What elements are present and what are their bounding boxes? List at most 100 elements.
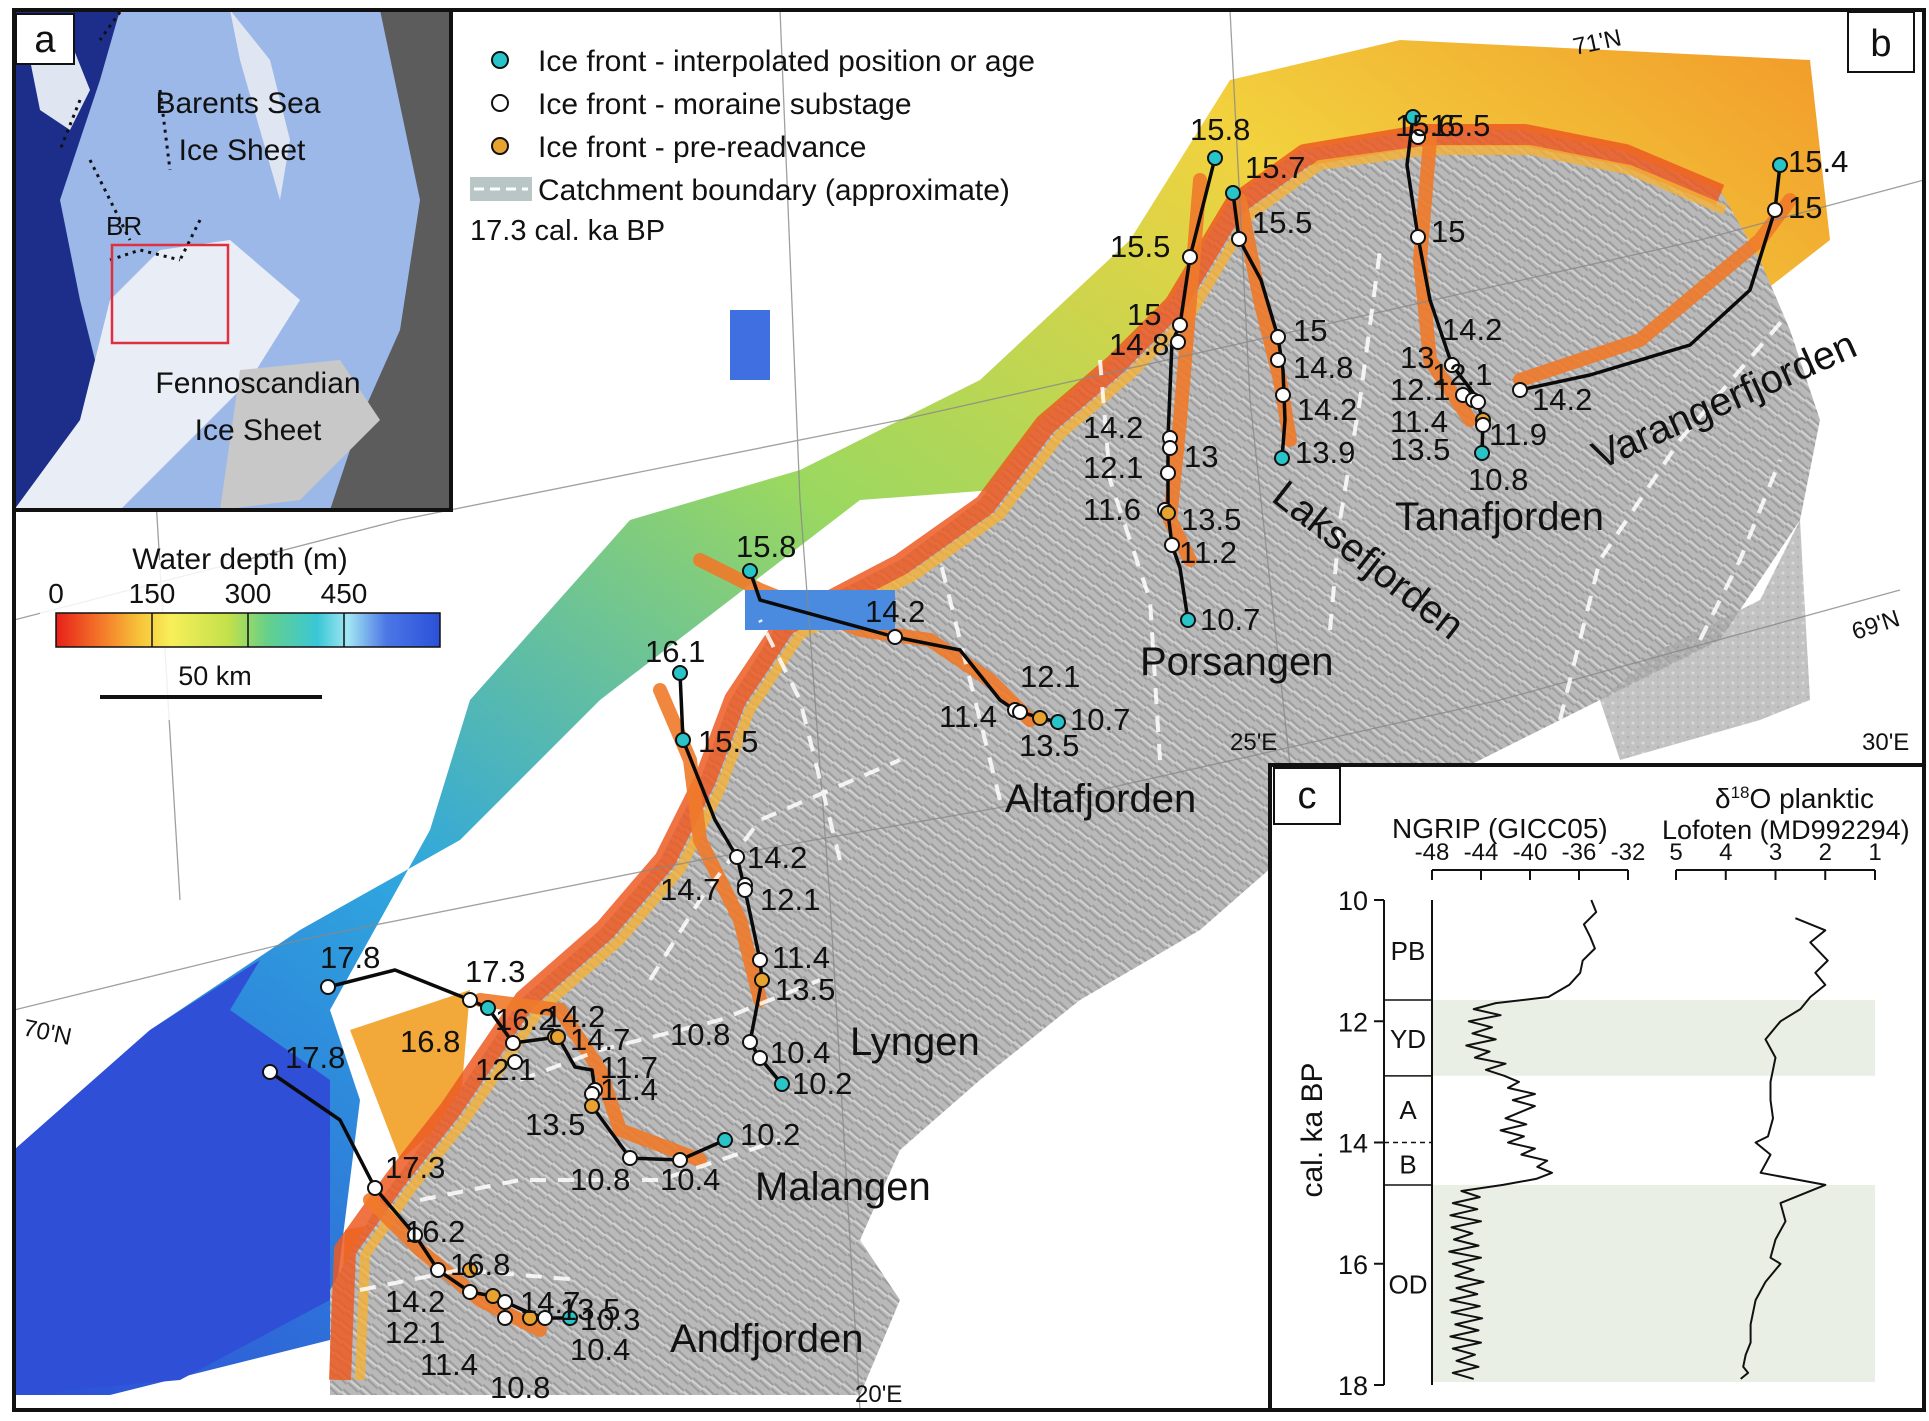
lon-25-label: 25'E	[1230, 729, 1277, 756]
ice-front-age-lyngen-8: 10.4	[770, 1035, 830, 1070]
panel-b-label: b	[1847, 11, 1915, 73]
inset-study-area-box	[110, 243, 230, 345]
ice-front-age-andfjorden-4: 14.2	[385, 1284, 445, 1319]
stadial-label-PB: PB	[1391, 936, 1426, 966]
ice-front-point-malangen-6	[507, 1054, 523, 1070]
ice-front-point-lyngen-1	[675, 732, 691, 748]
ice-front-point-lyngen-9	[774, 1076, 790, 1092]
ice-front-point-tana-1	[1410, 129, 1426, 145]
ice-front-point-alta-0	[742, 563, 758, 579]
ice-front-point-lyngen-8	[752, 1050, 768, 1066]
inset-labels: Barents Sea Ice Sheet Fennoscandian Ice …	[106, 87, 361, 447]
ice-front-point-porsangen-1	[1182, 249, 1198, 265]
ice-front-age-porsangen-1: 15.5	[1110, 229, 1170, 264]
x-tick-label-1-3: 2	[1819, 839, 1832, 866]
ice-front-age-andfjorden-2: 16.2	[405, 1214, 465, 1249]
ice-front-point-tana-7	[1470, 394, 1486, 410]
ice-front-point-alta-5	[1050, 714, 1066, 730]
y-tick-label-16: 16	[1338, 1250, 1368, 1280]
ice-front-point-varanger-2	[1512, 382, 1528, 398]
ice-front-age-andfjorden-3: 16.8	[450, 1247, 510, 1282]
ice-front-point-malangen-9	[584, 1098, 600, 1114]
ice-front-age-porsangen-4: 14.2	[1083, 410, 1143, 445]
ice-front-point-andfjorden-4	[430, 1262, 446, 1278]
ice-front-point-andfjorden-0	[262, 1064, 278, 1080]
ice-front-age-varanger-2: 14.2	[1532, 382, 1592, 417]
ice-front-point-malangen-12	[717, 1132, 733, 1148]
ice-front-age-tana-10: 10.8	[1468, 462, 1528, 497]
y-axis-label: cal. ka BP	[1296, 1062, 1329, 1197]
inset-novaya	[230, 10, 290, 200]
ice-front-point-porsangen-8	[1160, 505, 1176, 521]
ice-front-age-malangen-1: 17.3	[465, 954, 525, 989]
ice-front-age-varanger-1: 15	[1788, 190, 1822, 225]
ice-front-point-malangen-0	[320, 979, 336, 995]
ice-front-age-malangen-11: 10.4	[660, 1162, 720, 1197]
ice-front-age-alta-5: 10.7	[1070, 702, 1130, 737]
ice-front-age-lyngen-0: 16.1	[645, 634, 705, 669]
depth-scale-title: Water depth (m)	[132, 543, 348, 576]
ice-front-point-lakse-3	[1270, 352, 1286, 368]
ice-front-age-lyngen-1: 15.5	[698, 724, 758, 759]
x-tick-label-1-0: 5	[1669, 839, 1682, 866]
y-tick-label-18: 18	[1338, 1371, 1368, 1401]
lon-20-label: 20'E	[855, 1381, 902, 1408]
ice-front-age-andfjorden-8: 11.4	[420, 1347, 478, 1382]
ice-front-age-malangen-8: 11.4	[600, 1072, 658, 1107]
ice-front-age-tana-0: 15.6	[1395, 108, 1455, 143]
inset-fenno-line2: Ice Sheet	[195, 414, 322, 447]
inset-frame	[12, 8, 453, 512]
ice-front-age-porsangen-5: 13	[1184, 439, 1218, 474]
depth-color-dividers	[151, 613, 345, 647]
x-tick-label-0-2: -40	[1513, 839, 1548, 866]
fjord-name-andfjorden: Andfjorden	[670, 1317, 863, 1361]
ice-front-age-malangen-5: 16.8	[400, 1024, 460, 1059]
ice-front-point-andfjorden-3	[462, 1262, 478, 1278]
fjord-name-porsangen: Porsangen	[1140, 640, 1333, 684]
lon-30-label: 30'E	[1862, 729, 1909, 756]
ice-front-age-malangen-2: 16.2	[495, 1002, 555, 1037]
stadial-label-OD: OD	[1389, 1269, 1428, 1299]
ice-front-point-lakse-5	[1274, 450, 1290, 466]
ice-front-age-porsangen-6: 12.1	[1083, 450, 1143, 485]
ice-front-age-porsangen-2: 15	[1127, 297, 1161, 332]
ice-front-point-tana-9	[1475, 417, 1491, 433]
legend-swatch-pre	[491, 137, 509, 155]
inset-land-east	[220, 360, 380, 510]
ice-front-age-varanger-0: 15.4	[1788, 144, 1848, 179]
x-tick-label-0-1: -44	[1464, 839, 1499, 866]
ice-front-age-porsangen-7: 11.6	[1083, 492, 1141, 527]
ice-front-age-lyngen-7: 10.8	[670, 1017, 730, 1052]
inset-barents-line1: Barents Sea	[155, 87, 320, 120]
ice-front-point-varanger-1	[1767, 202, 1783, 218]
lyngen-line	[678, 672, 784, 1086]
series-line-ngrip	[1448, 899, 1598, 1380]
ice-front-age-alta-0: 15.8	[736, 529, 796, 564]
y-tick-label-12: 12	[1338, 1007, 1368, 1037]
ice-front-age-malangen-0: 17.8	[320, 940, 380, 975]
x-tick-label-1-2: 3	[1769, 839, 1782, 866]
ice-front-point-lyngen-2	[729, 849, 745, 865]
ice-front-point-alta-3	[1012, 704, 1028, 720]
depth-tick-1: 150	[129, 578, 176, 609]
ice-front-age-alta-1: 14.2	[865, 594, 925, 629]
ice-front-point-lakse-4	[1275, 387, 1291, 403]
ice-front-age-lakse-3: 14.8	[1293, 350, 1353, 385]
ice-front-age-malangen-4: 14.7	[570, 1022, 630, 1057]
panel-b-letter: b	[1870, 23, 1891, 65]
ice-front-point-lakse-1	[1231, 231, 1247, 247]
ice-front-point-andfjorden-8	[497, 1310, 513, 1326]
ice-front-age-malangen-12: 10.2	[740, 1117, 800, 1152]
ice-front-point-andfjorden-7	[497, 1294, 513, 1310]
legend-swatch-moraine	[491, 94, 509, 112]
ice-front-age-tana-6: 12.1	[1390, 372, 1450, 407]
ice-front-age-andfjorden-6: 12.1	[385, 1315, 445, 1350]
ice-front-point-malangen-10	[622, 1150, 638, 1166]
x-tick-label-0-3: -36	[1562, 839, 1597, 866]
ice-front-age-malangen-3: 14.2	[545, 999, 605, 1034]
